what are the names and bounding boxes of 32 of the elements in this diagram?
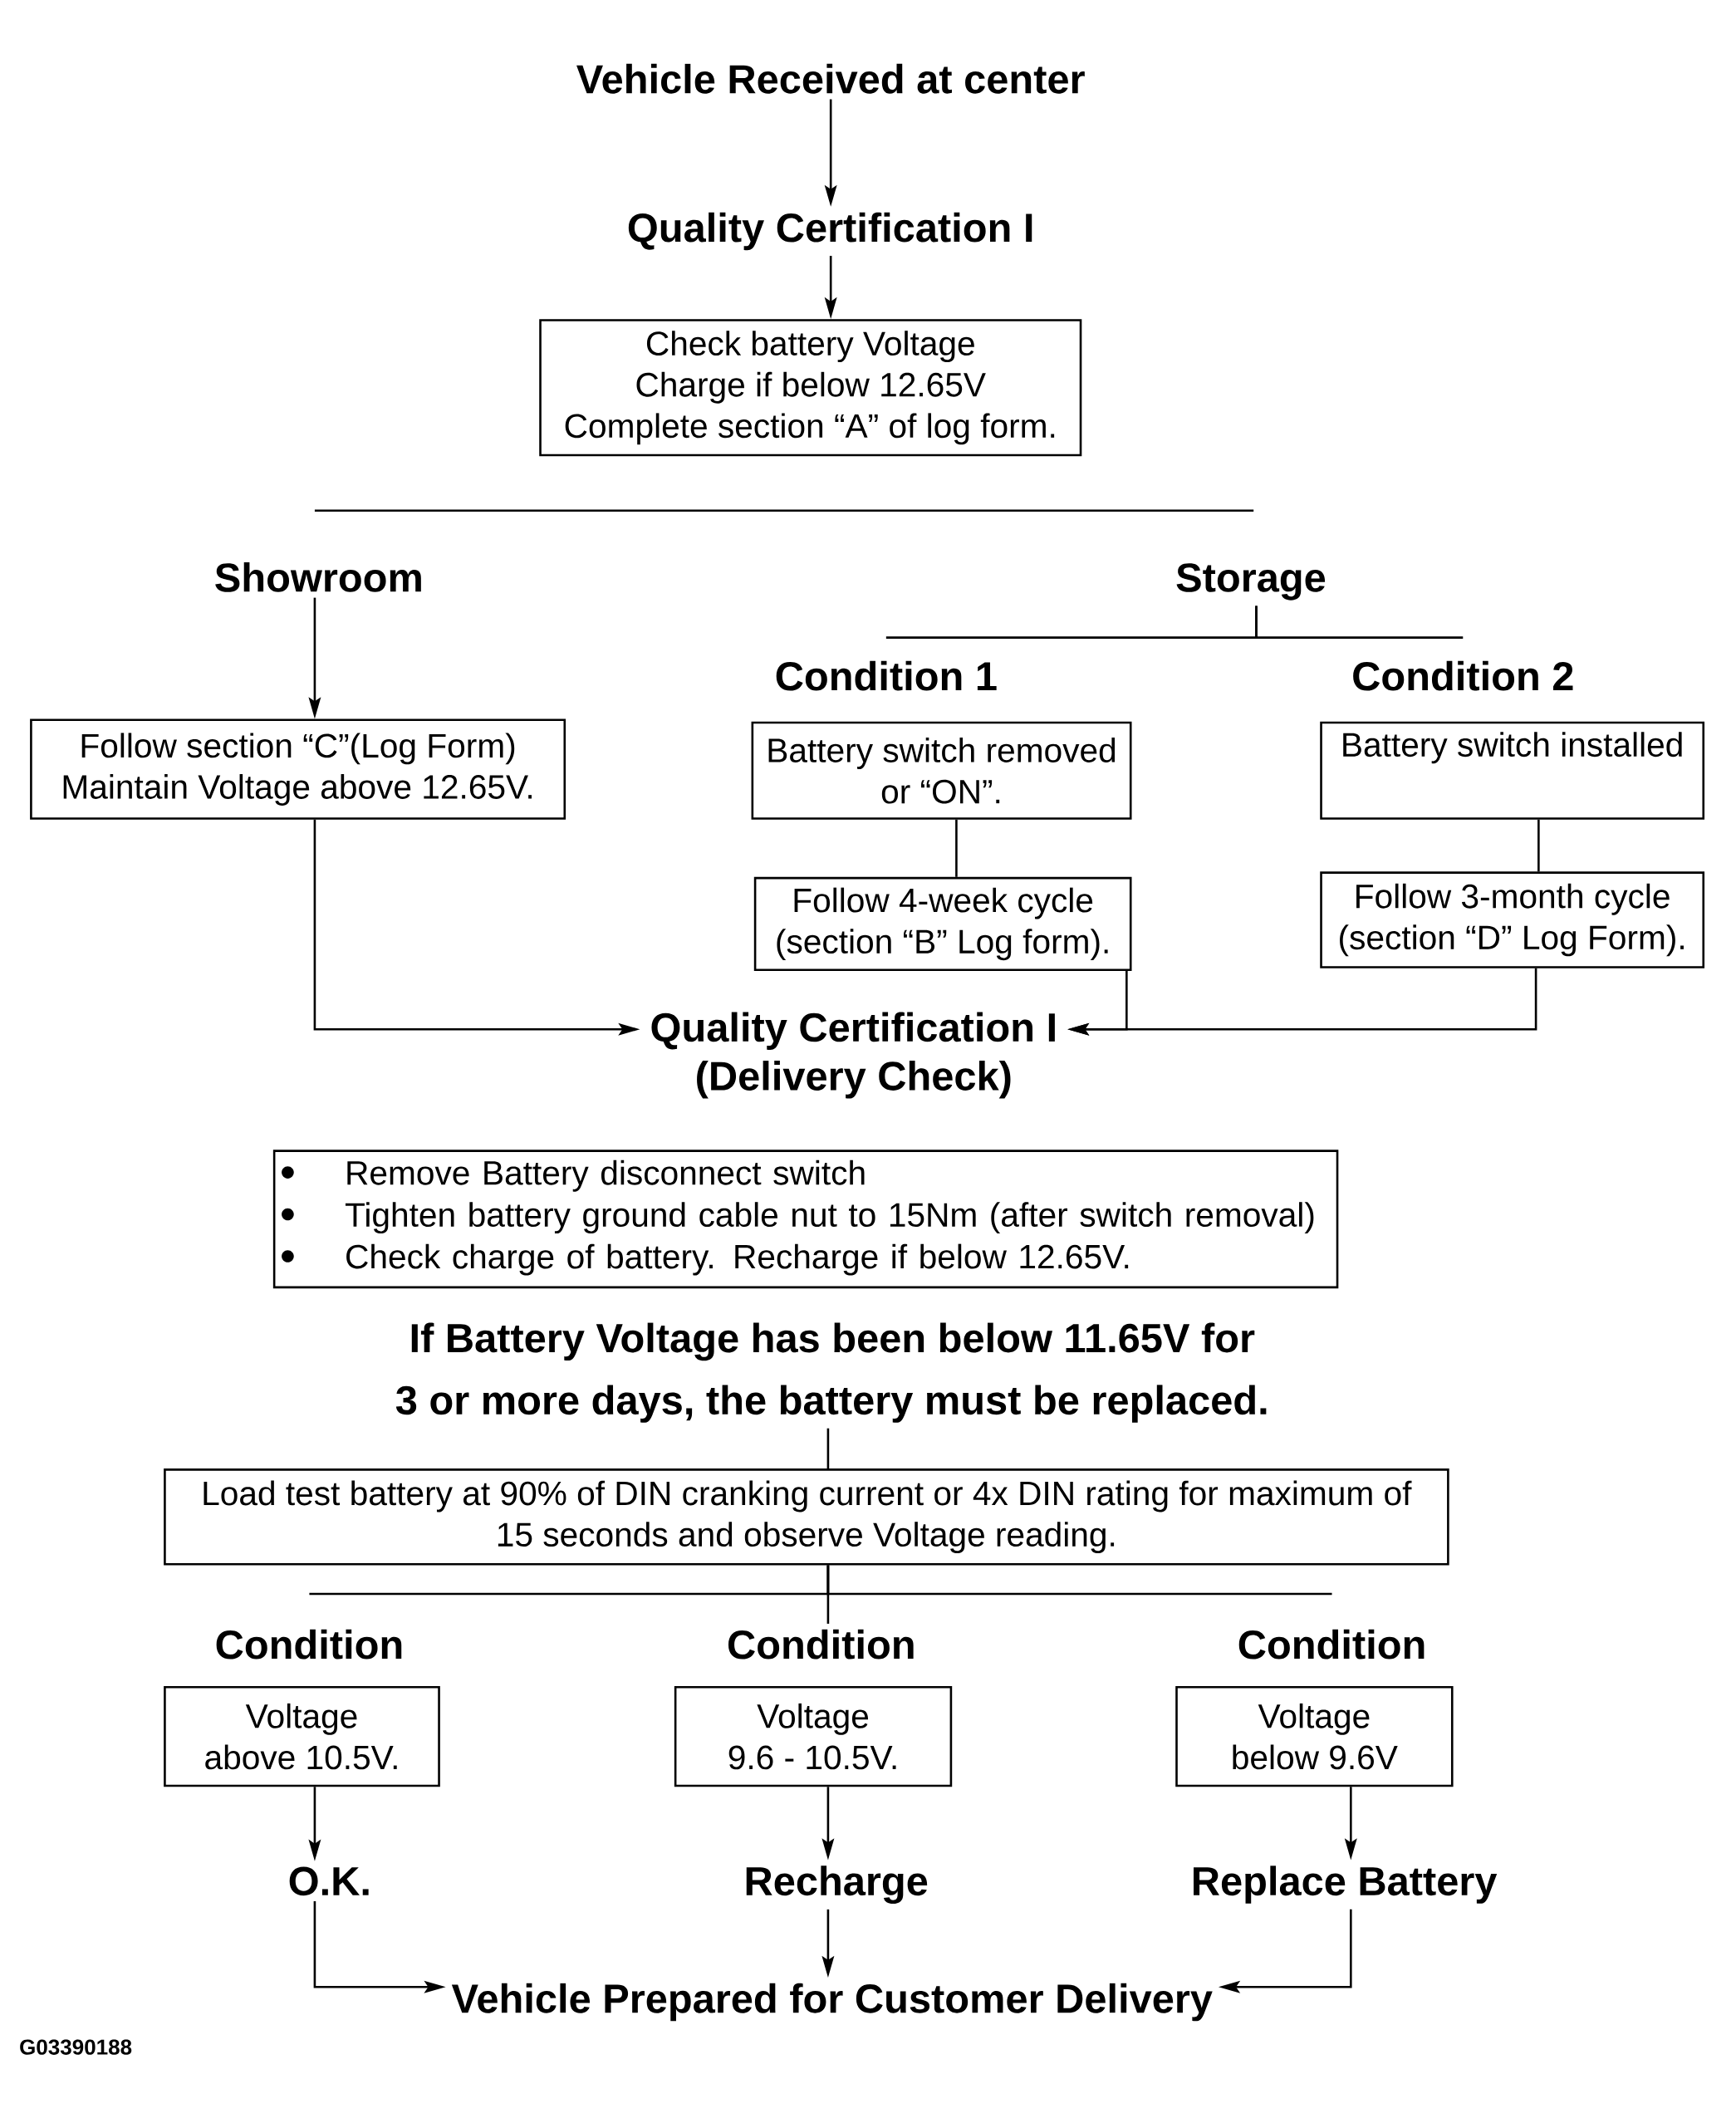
process-box: Follow 4-week cycle (section “B” Log form). xyxy=(753,876,1132,971)
connector-line xyxy=(1537,819,1540,872)
step-heading: Vehicle Prepared for Customer Delivery xyxy=(451,1983,1213,2022)
process-box: Voltage 9.6 - 10.5V. xyxy=(674,1685,953,1787)
condition-heading: Condition 1 xyxy=(776,660,997,691)
process-box: Voltage below 9.6V xyxy=(1175,1685,1454,1787)
outcome-heading: Recharge xyxy=(746,1866,928,1904)
bullet-list-box: Remove Battery disconnect switch Tighten battery ground cable nut to 15Nm (after switch removal) Check charge of battery. Recharge if below 12.65V. xyxy=(272,1150,1339,1289)
step-heading: Vehicle Received at center xyxy=(576,63,1085,94)
condition-heading: Condition xyxy=(728,1629,914,1660)
connector-line xyxy=(826,1565,1332,1596)
process-box: Follow 3-month cycle (section “D” Log Form). xyxy=(1320,871,1705,968)
process-box: Battery switch removed or “ON”. xyxy=(751,721,1132,820)
outcome-heading: O.K. xyxy=(289,1866,369,1896)
connector-line xyxy=(1255,605,1464,639)
process-box: Load test battery at 90% of DIN cranking current or 4x DIN rating for maximum of 15 seconds and observe Voltage reading. xyxy=(164,1468,1449,1566)
process-box: Check battery Voltage Charge if below 12.65V Complete section “A” of log form. xyxy=(539,319,1082,457)
condition-heading: Condition 2 xyxy=(1353,660,1573,691)
figure-code: G03390188 xyxy=(20,2039,132,2055)
step-heading: Quality Certification I xyxy=(628,212,1032,251)
warning-note: If Battery Voltage has been below 11.65V for 3 or more days, the battery must be replaced. xyxy=(396,1322,1267,1423)
condition-heading: Condition xyxy=(1238,1629,1425,1660)
process-box: Battery switch installed xyxy=(1320,721,1705,820)
connector-line xyxy=(955,819,958,877)
connector-line xyxy=(826,1428,830,1469)
process-box: Follow section “C”(Log Form) Maintain Voltage above 12.65V. xyxy=(30,718,566,820)
branch-heading: Showroom xyxy=(215,561,421,592)
step-heading: Quality Certification I (Delivery Check) xyxy=(651,1012,1055,1099)
condition-heading: Condition xyxy=(216,1629,402,1660)
outcome-heading: Replace Battery xyxy=(1194,1866,1498,1904)
process-box: Voltage above 10.5V. xyxy=(164,1685,440,1787)
branch-heading: Storage xyxy=(1176,563,1326,601)
